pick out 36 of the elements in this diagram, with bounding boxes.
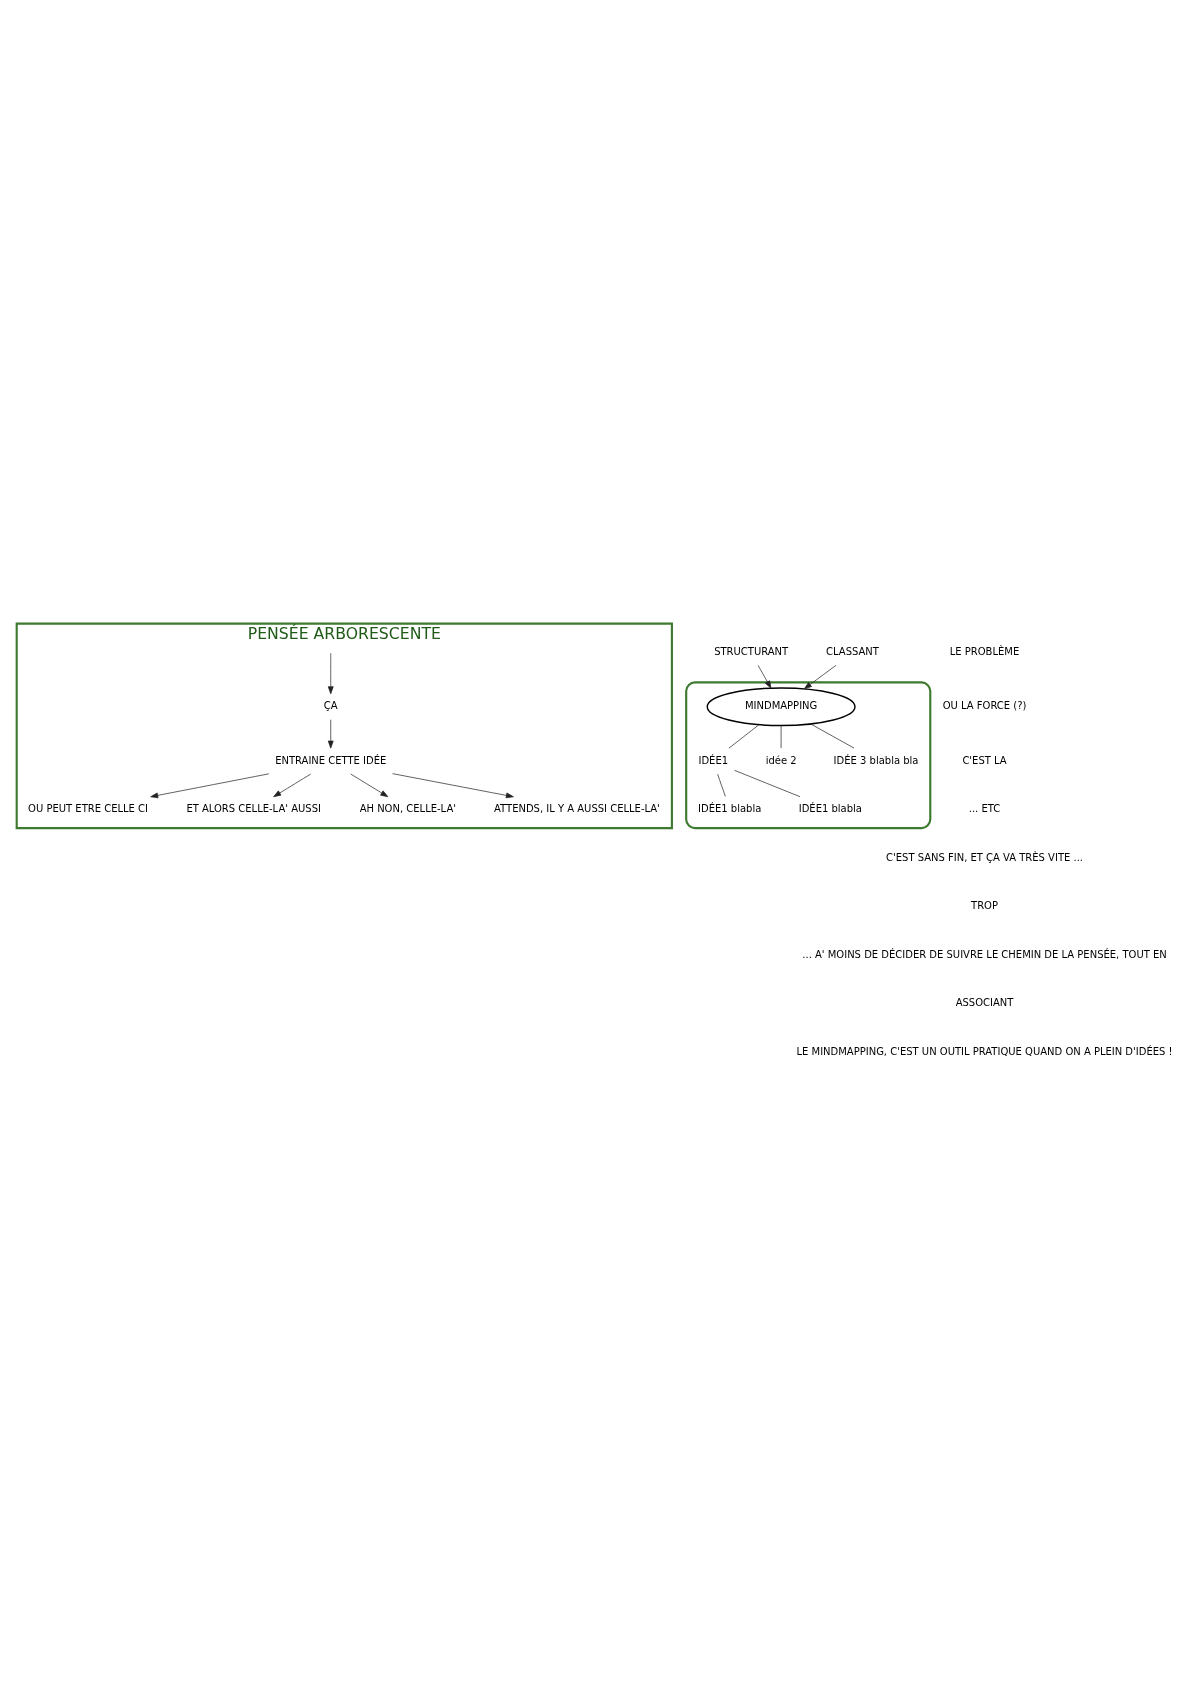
arrow — [327, 652, 334, 694]
label: TROP — [971, 899, 998, 911]
arrow — [273, 773, 312, 797]
node-text: IDÉE1 blabla — [798, 802, 862, 814]
node-text: ATTENDS, IL Y A AUSSI CELLE-LA' — [494, 802, 660, 814]
node-text: IDÉE1 — [698, 754, 729, 766]
arrow — [350, 773, 389, 797]
node-text: ÇA — [323, 699, 338, 711]
connector — [717, 773, 726, 797]
label: LE MINDMAPPING, C'EST UN OUTIL PRATIQUE QUAND ON A PLEIN D'IDÉES ! — [796, 1045, 1173, 1057]
node-text: ET ALORS CELLE-LA' AUSSI — [186, 802, 321, 814]
node-text: OU PEUT ETRE CELLE CI — [28, 802, 149, 814]
connector — [734, 769, 801, 797]
node-text: ENTRAINE CETTE IDÉE — [275, 754, 387, 766]
label: LE PROBLÈME — [949, 645, 1020, 657]
arrow — [392, 772, 514, 798]
node-text: CLASSANT — [826, 645, 879, 657]
label: C'EST LA — [962, 754, 1007, 766]
node-text: STRUCTURANT — [714, 645, 789, 657]
label: ... A' MOINS DE DÉCIDER DE SUIVRE LE CHEMIN DE LA PENSÉE, TOUT EN — [802, 948, 1167, 960]
label: ASSOCIANT — [955, 996, 1014, 1008]
node-text: idée 2 — [765, 754, 797, 766]
node-text: AH NON, CELLE-LA' — [359, 802, 456, 814]
label: OU LA FORCE (?) — [942, 699, 1027, 711]
connector — [780, 724, 782, 748]
connector — [728, 723, 760, 748]
arrow — [150, 772, 270, 798]
arrow — [803, 664, 837, 689]
label: C'EST SANS FIN, ET ÇA VA TRÈS VITE ... — [886, 851, 1083, 863]
node-ellipse: MINDMAPPING — [706, 686, 856, 726]
node-text: IDÉE 3 blabla bla — [833, 754, 919, 766]
arrow — [327, 718, 334, 749]
label: ... ETC — [968, 802, 1001, 814]
node-text: IDÉE1 blabla — [698, 802, 762, 814]
connector — [810, 723, 855, 748]
arrow — [757, 664, 772, 689]
